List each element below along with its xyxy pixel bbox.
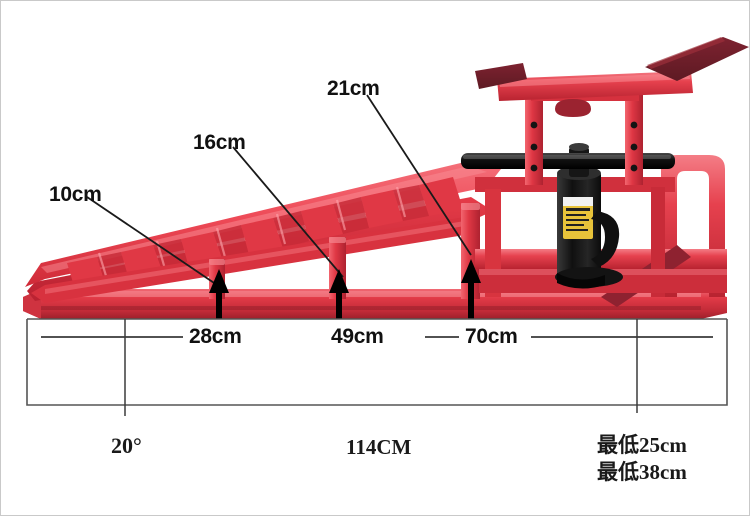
callout-leader-lines: [86, 94, 472, 290]
note-min-height-25cm: 最低25cm: [597, 433, 687, 457]
dimension-label-28cm: 28cm: [189, 325, 242, 348]
note-angle-20deg: 20°: [111, 433, 142, 458]
dimension-label-70cm: 70cm: [465, 325, 518, 348]
note-min-height-38cm: 最低38cm: [597, 460, 687, 484]
dimension-label-49cm: 49cm: [331, 325, 384, 348]
note-total-length: 114CM: [346, 435, 412, 459]
callout-label-10cm: 10cm: [49, 183, 102, 206]
measure-arrows: [209, 259, 481, 319]
callout-label-16cm: 16cm: [193, 131, 246, 154]
bottle-jack-body: [555, 143, 623, 289]
callout-label-21cm: 21cm: [327, 77, 380, 100]
